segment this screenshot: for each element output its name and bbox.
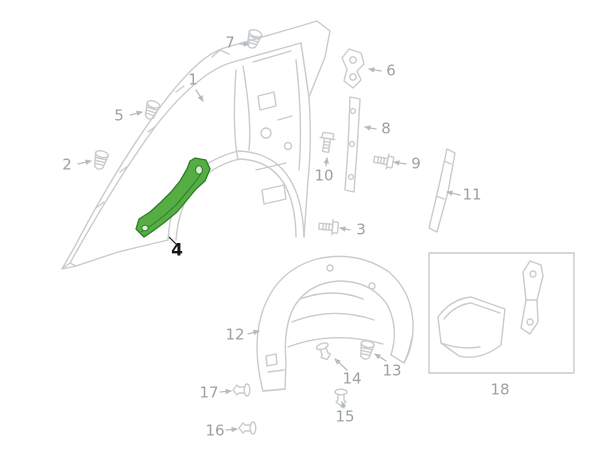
bolt-3-icon	[317, 217, 340, 236]
strip-part-8	[344, 96, 361, 193]
callout-6[interactable]: 6	[386, 61, 396, 80]
bracket-part-18b	[520, 260, 544, 335]
callout-13[interactable]: 13	[382, 361, 402, 380]
callout-12[interactable]: 12	[225, 325, 245, 344]
screw-2-icon	[91, 148, 110, 172]
callout-2[interactable]: 2	[62, 155, 72, 174]
clip-14-icon	[314, 340, 334, 363]
clip-16-icon	[238, 421, 257, 435]
callout-7[interactable]: 7	[225, 33, 235, 52]
callout-4[interactable]: 4	[171, 240, 183, 261]
callout-17[interactable]: 17	[199, 383, 219, 402]
bolt-10-icon	[317, 131, 337, 154]
deflector-part-18a	[437, 296, 506, 358]
callout-5[interactable]: 5	[114, 106, 124, 125]
callout-14[interactable]: 14	[342, 369, 362, 388]
callout-8[interactable]: 8	[381, 119, 391, 138]
callout-9[interactable]: 9	[411, 154, 421, 173]
callout-4-leader	[168, 236, 177, 245]
screw-5-icon	[141, 98, 162, 122]
clip-17-icon	[232, 383, 251, 397]
bolt-9-icon	[372, 151, 395, 171]
callout-3[interactable]: 3	[356, 220, 366, 239]
callout-15[interactable]: 15	[335, 407, 355, 426]
callout-11[interactable]: 11	[462, 185, 482, 204]
bracket-part-6	[341, 48, 365, 89]
fender-bracket-part-4[interactable]	[135, 157, 211, 238]
inset-box-18	[428, 252, 575, 374]
callout-10[interactable]: 10	[314, 166, 334, 185]
callout-18[interactable]: 18	[490, 380, 510, 399]
callout-1[interactable]: 1	[188, 70, 198, 89]
callout-16[interactable]: 16	[205, 421, 225, 440]
strip-part-11	[428, 148, 456, 233]
screw-13-icon	[357, 338, 376, 362]
fender-panel	[61, 20, 331, 270]
clip-15-icon	[334, 388, 348, 407]
wheel-arch-liner	[256, 255, 414, 392]
callout-arrows	[77, 41, 461, 433]
